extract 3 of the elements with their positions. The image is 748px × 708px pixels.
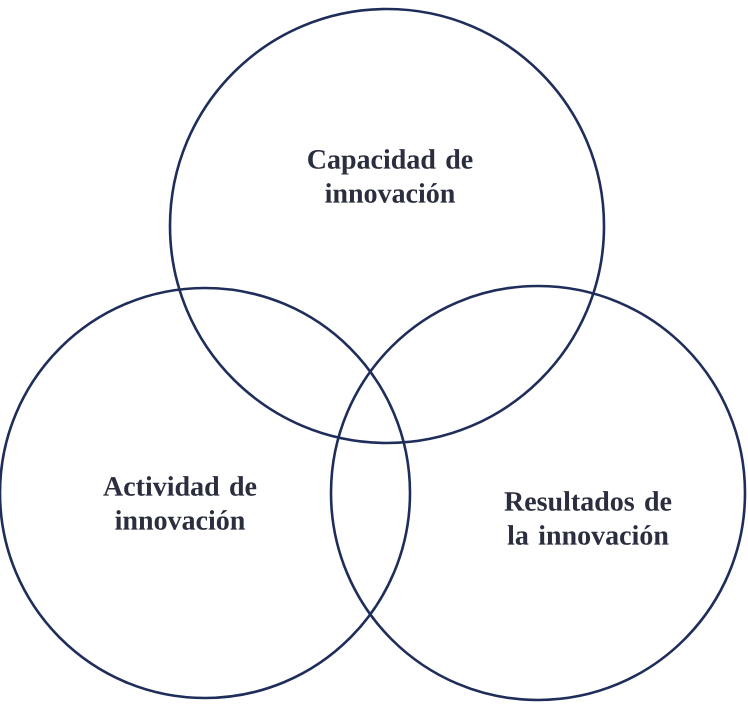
circle-label: Capacidad de innovación xyxy=(308,149,472,203)
circle-label: Resultados de la innovación xyxy=(504,491,672,545)
circle-label: Actividad de innovación xyxy=(103,476,256,530)
